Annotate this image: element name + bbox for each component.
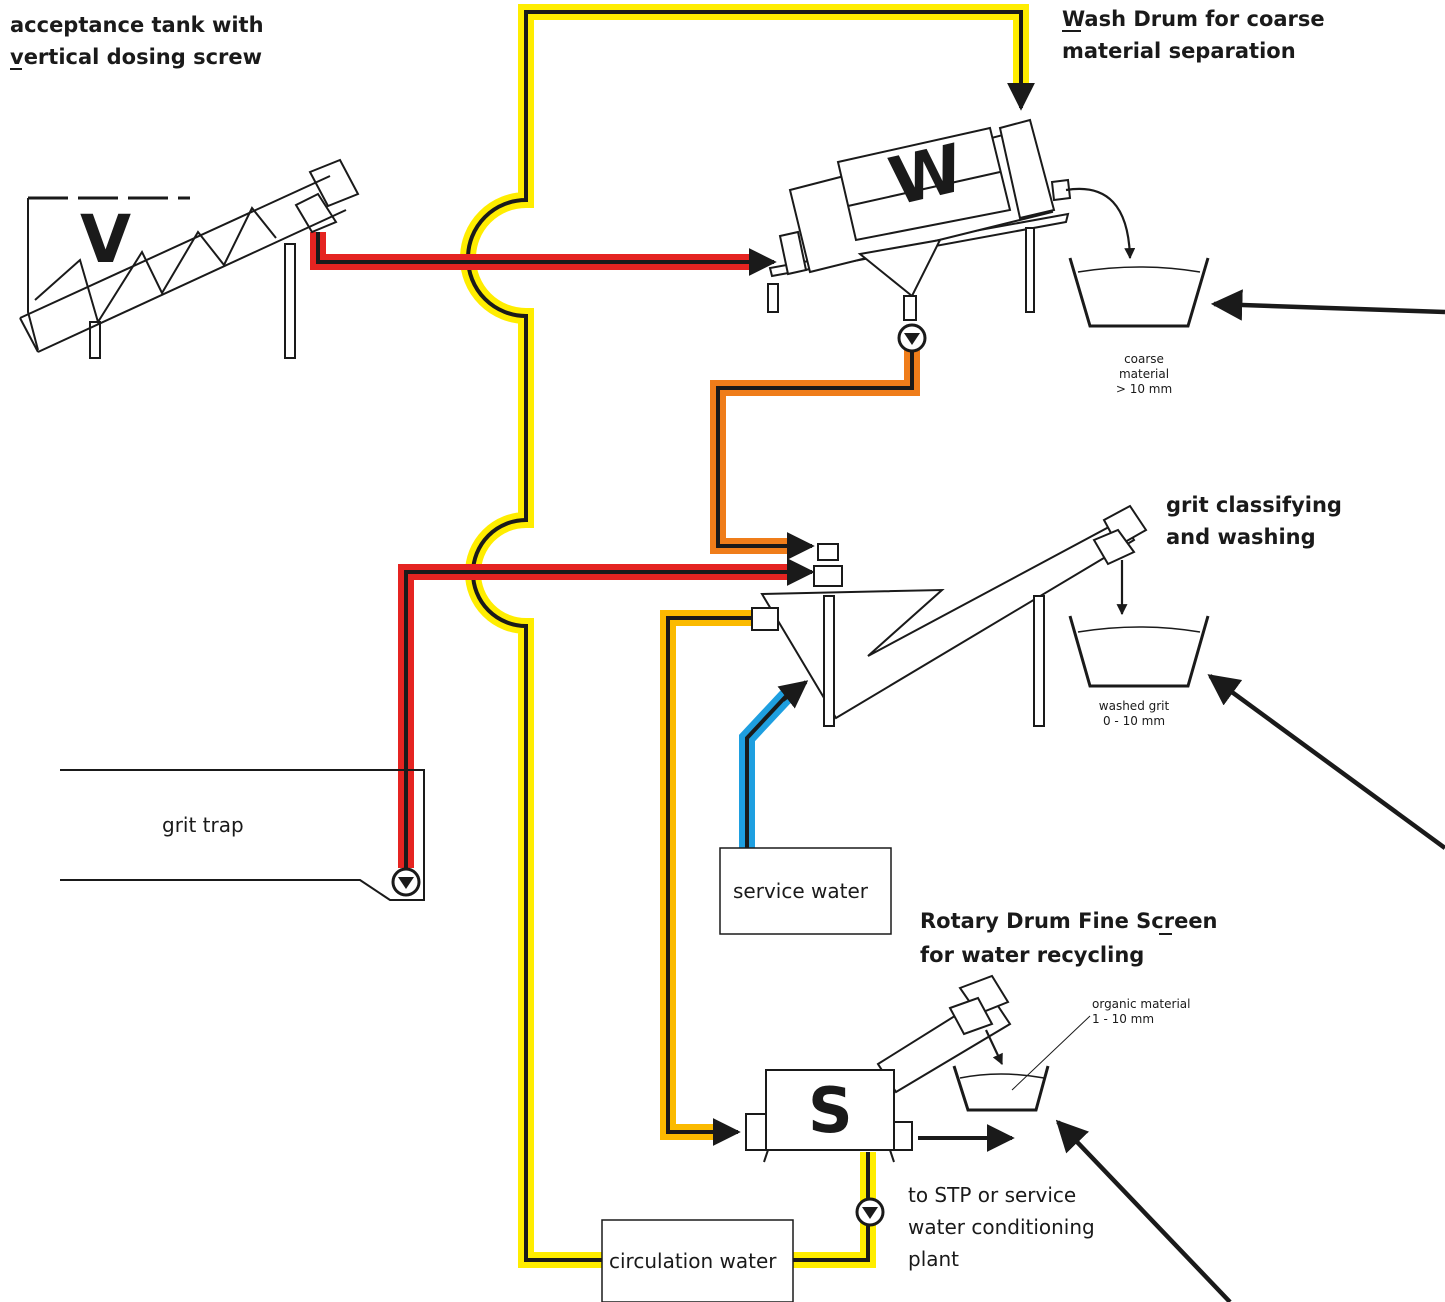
circulation-water-box: [601, 1219, 794, 1302]
pump-wash-drum: [897, 323, 927, 353]
to-stp-label-1: to STP or service: [908, 1183, 1076, 1207]
service-water-label: service water: [733, 879, 869, 903]
orange-pipe-w-to-classifier: [710, 350, 920, 560]
coarse-label-2: material: [1119, 367, 1169, 381]
feed-pipe-v-to-w: [310, 232, 777, 276]
letter-s: S: [808, 1074, 853, 1147]
letter-w: W: [882, 129, 970, 220]
pointer-arrows: [1055, 289, 1445, 1302]
organic-label-2: 1 - 10 mm: [1092, 1012, 1154, 1026]
discharge-arrows: [985, 187, 1136, 1091]
coarse-container: [1068, 257, 1210, 328]
wash-drum-title-1: Wash Drum for coarse: [1062, 7, 1325, 31]
coarse-label-3: > 10 mm: [1116, 382, 1172, 396]
grit-classifier: [751, 504, 1148, 727]
pump-grit-trap: [391, 867, 421, 897]
to-stp-label-2: water conditioning: [908, 1215, 1095, 1239]
letter-v: V: [80, 201, 131, 278]
service-water-pipe: [739, 680, 809, 848]
wash-drum: [767, 118, 1072, 321]
rotary-screen: [745, 974, 1012, 1163]
washed-grit-container: [1068, 615, 1210, 688]
washed-grit-label-2: 0 - 10 mm: [1103, 714, 1165, 728]
service-water-box: [719, 847, 892, 935]
washed-grit-label-1: washed grit: [1099, 699, 1170, 713]
grit-trap-label: grit trap: [162, 813, 244, 837]
organic-container: [952, 1065, 1050, 1112]
acceptance-tank-title-2: vertical dosing screw: [10, 45, 262, 69]
amber-pipe-classifier-to-screen: [660, 610, 752, 1146]
grit-classifying-title-2: and washing: [1166, 525, 1316, 549]
acceptance-tank: [19, 158, 360, 359]
rotary-screen-title-1: Rotary Drum Fine Screen: [920, 909, 1218, 933]
circulation-water-label: circulation water: [609, 1249, 777, 1273]
organic-label-1: organic material: [1092, 997, 1190, 1011]
wash-drum-title-2: material separation: [1062, 39, 1296, 63]
pump-circulation: [855, 1197, 885, 1227]
to-stp-label-3: plant: [908, 1247, 959, 1271]
circulation-water-pipe: [460, 4, 1035, 1268]
grit-classifying-title-1: grit classifying: [1166, 493, 1342, 517]
acceptance-tank-title-1: acceptance tank with: [10, 13, 264, 37]
rotary-screen-title-2: for water recycling: [920, 943, 1144, 967]
coarse-label-1: coarse: [1124, 352, 1164, 366]
grit-trap: [60, 769, 425, 901]
